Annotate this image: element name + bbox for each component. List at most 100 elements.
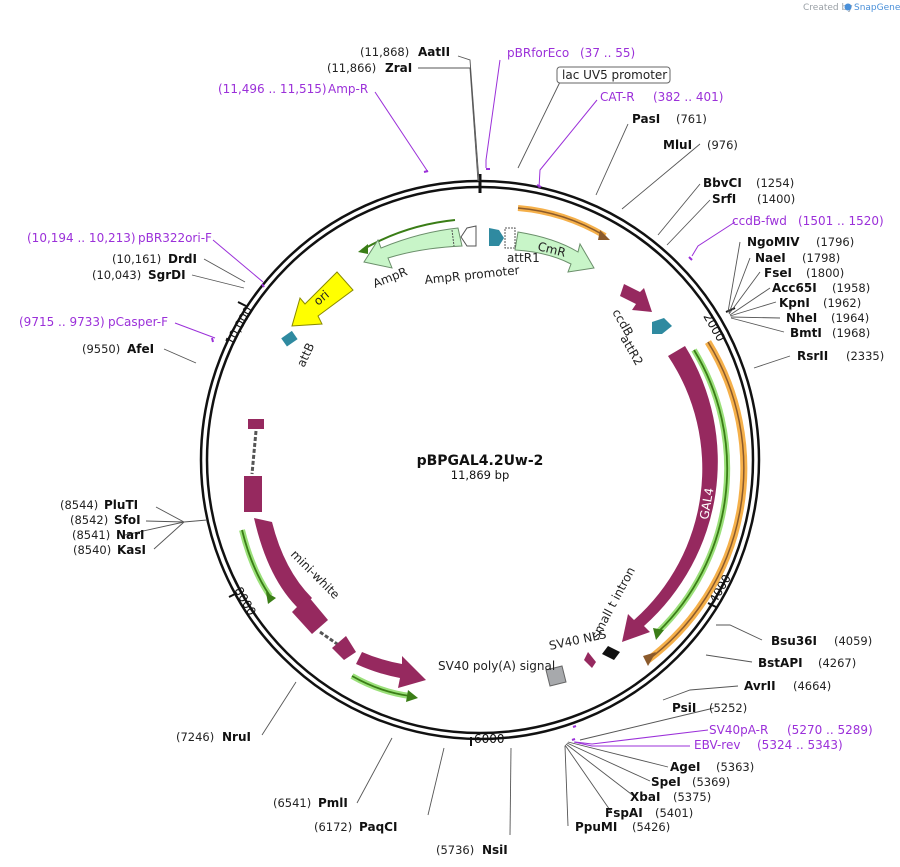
enzyme-name: SpeI: [651, 775, 681, 789]
enzyme-name: NsiI: [482, 843, 508, 857]
primer-name: SV40pA-R: [709, 723, 768, 737]
mini-white-green-arrow-2: [406, 690, 418, 702]
mini-white-exon-3: [254, 518, 312, 610]
cmr-arrow: [514, 231, 595, 273]
enzyme-name: NgoMIV: [747, 235, 800, 249]
enzyme-name: FseI: [764, 266, 792, 280]
enzyme-leaders: [124, 55, 791, 836]
enzyme-name: PpuMI: [575, 820, 617, 834]
enzyme-pos: (5375): [673, 790, 711, 804]
primer-name: pBR322ori-F: [138, 231, 212, 245]
enzyme-name: RsrII: [797, 349, 828, 363]
enzyme-pos: (10,043): [92, 268, 141, 282]
attr2-site: [652, 318, 672, 334]
plasmid-length: 11,869 bp: [451, 468, 510, 482]
primer-name: pCasper-F: [108, 315, 168, 329]
enzyme-pos: (11,866): [327, 61, 376, 75]
primer-range: (11,496 .. 11,515): [218, 82, 327, 96]
primer-range: (10,194 .. 10,213): [27, 231, 136, 245]
enzyme-name: PaqCI: [359, 820, 397, 834]
enzyme-name: PmlI: [318, 796, 348, 810]
lacuv5-box: [556, 66, 671, 84]
mini-white-exon-6: [356, 652, 426, 688]
enzyme-name: NruI: [222, 730, 251, 744]
enzyme-pos: (6172): [314, 820, 352, 834]
enzyme-pos: (6541): [273, 796, 311, 810]
credit-brand: SnapGene: [854, 3, 900, 13]
primer-marks: [211, 168, 693, 741]
enzyme-name: SfoI: [114, 513, 141, 527]
primer-name: CAT-R: [600, 90, 635, 104]
mini-white-exon-1: [248, 419, 264, 429]
gal4-orange-band-line: [647, 341, 745, 661]
enzyme-labels: (11,868) AatII (11,866) ZraI PasI (761) …: [60, 45, 884, 857]
ampr-hatch: [451, 229, 455, 247]
enzyme-name: AvrII: [744, 679, 776, 693]
attr1-site: [504, 227, 516, 249]
enzyme-name: SrfI: [712, 192, 736, 206]
enzyme-name: ZraI: [385, 61, 412, 75]
enzyme-pos: (8540): [73, 543, 111, 557]
ccdb-label: ccdB: [609, 307, 636, 339]
enzyme-pos: (4059): [834, 634, 872, 648]
enzyme-name: XbaI: [630, 790, 660, 804]
plasmid-name: pBPGAL4.2Uw-2: [417, 453, 544, 469]
lacuv5-label: lac UV5 promoter: [562, 68, 667, 82]
enzyme-name: PsiI: [672, 701, 696, 715]
enzyme-name: KasI: [117, 543, 146, 557]
enzyme-pos: (5252): [709, 701, 747, 715]
enzyme-pos: (4267): [818, 656, 856, 670]
gal4-label: GAL4: [697, 487, 716, 521]
primer-range: (5270 .. 5289): [787, 723, 873, 737]
primer-labels: pBRforEco (37 .. 55) CAT-R (382 .. 401) …: [19, 46, 884, 752]
mini-white-intron-1: [250, 430, 258, 475]
snapgene-logo-icon: [844, 3, 852, 11]
primer-name: pBRforEco: [507, 46, 569, 60]
enzyme-name: Bsu36I: [771, 634, 817, 648]
enzyme-name: BbvCI: [703, 176, 742, 190]
enzyme-name: SgrDI: [148, 268, 186, 282]
cmr-band-inner: [517, 207, 606, 237]
enzyme-pos: (5363): [716, 760, 754, 774]
enzyme-name: PluTI: [104, 498, 138, 512]
gal4-arrow: [622, 346, 718, 642]
primer-range: (5324 .. 5343): [757, 738, 843, 752]
enzyme-pos: (1968): [832, 326, 870, 340]
gal4-orange-arrowhead: [643, 652, 656, 666]
enzyme-pos: (1796): [816, 235, 854, 249]
enzyme-pos: (4664): [793, 679, 831, 693]
primer-range: (37 .. 55): [580, 46, 635, 60]
enzyme-name: DrdI: [168, 252, 197, 266]
mini-white-green-band-2-line: [351, 675, 411, 697]
enzyme-pos: (1962): [823, 296, 861, 310]
enzyme-name: MluI: [663, 138, 692, 152]
ccdb-arrow: [620, 284, 652, 312]
enzyme-name: PasI: [632, 112, 660, 126]
enzyme-pos: (1254): [756, 176, 794, 190]
attb-site: [281, 330, 298, 347]
primer-leaders: [174, 59, 736, 747]
attb-label: attB: [294, 341, 317, 370]
primer-name: Amp-R: [328, 82, 368, 96]
enzyme-pos: (1400): [757, 192, 795, 206]
credit-prefix: Created by: [803, 3, 853, 13]
primer-range: (9715 .. 9733): [19, 315, 105, 329]
enzyme-name: FspAI: [605, 806, 643, 820]
enzyme-pos: (1798): [802, 251, 840, 265]
ori-arrow: [291, 271, 354, 327]
enzyme-pos: (7246): [176, 730, 214, 744]
enzyme-pos: (5401): [655, 806, 693, 820]
ampr-band: [361, 219, 456, 251]
sv40-polya-feature: [545, 665, 567, 687]
enzyme-pos: (5736): [436, 843, 474, 857]
tick-6000: 6000: [474, 732, 505, 746]
enzyme-name: AfeI: [127, 342, 154, 356]
small-t-intron-feature: [602, 646, 620, 660]
enzyme-pos: (8541): [72, 528, 110, 542]
gal4-green-arrowhead: [653, 628, 664, 640]
ampr-band-arrowhead: [358, 244, 368, 254]
sv40-polya-label: SV40 poly(A) signal: [438, 659, 555, 673]
primer-range: (382 .. 401): [653, 90, 723, 104]
attr2-label: attR2: [617, 333, 645, 368]
